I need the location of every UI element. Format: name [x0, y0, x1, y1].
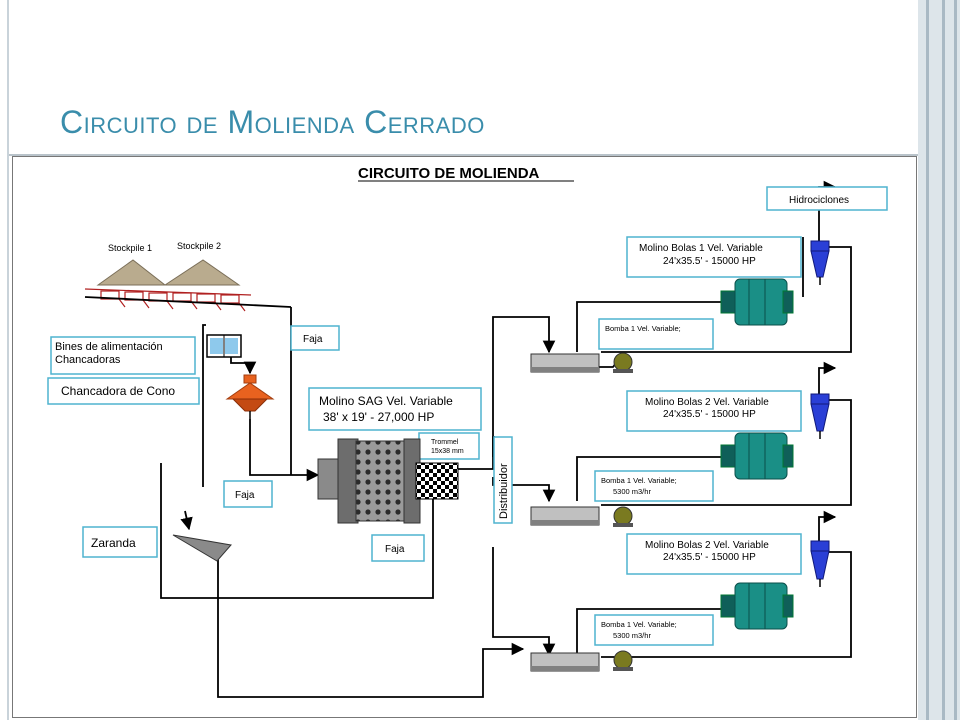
cyclone-3	[810, 540, 830, 587]
mill-3-label-line1: Molino Bolas 2 Vel. Variable	[645, 540, 769, 551]
stockpile-2-label: Stockpile 2	[177, 241, 221, 251]
stockpile-2: Stockpile 2	[163, 241, 241, 286]
zaranda-screen	[172, 510, 232, 562]
pump-2	[613, 506, 633, 527]
sump-2	[530, 506, 600, 526]
cyclone-1	[810, 240, 830, 285]
mill-3-label-box	[626, 533, 802, 575]
pump-2-label-line2: 5300 m3/hr	[613, 487, 651, 496]
distribuidor-label: Distribuidor	[498, 463, 510, 519]
chancadora-label: Chancadora de Cono	[61, 384, 175, 398]
faja-bottom-label: Faja	[385, 544, 405, 555]
pump-1-label-line1: Bomba 1 Vel. Variable;	[605, 324, 681, 333]
bines-label-line2: Chancadoras	[55, 354, 121, 366]
flow-lines	[84, 180, 852, 698]
mill-1-label-line1: Molino Bolas 1 Vel. Variable	[639, 243, 763, 254]
distribuidor-box	[493, 436, 513, 524]
sag-label-line1: Molino SAG Vel. Variable	[319, 394, 453, 408]
mill-1-label-box	[626, 236, 802, 278]
trommel-label-box	[418, 432, 480, 460]
hidrociclones-box	[766, 186, 888, 211]
bines-label-box	[50, 336, 196, 375]
ball-mill-1	[720, 278, 794, 326]
faja-top-label: Faja	[303, 334, 323, 345]
diagram-heading: CIRCUITO DE MOLIENDA	[358, 165, 540, 182]
mill-2-label-box	[626, 390, 802, 432]
stockpile-feeders	[84, 288, 252, 312]
title-divider	[9, 154, 918, 156]
slide-left-border	[7, 0, 9, 720]
mill-2-label-line2: 24'x35.5' - 15000 HP	[663, 409, 756, 420]
feed-bins	[206, 334, 242, 358]
chancadora-label-box	[47, 377, 200, 405]
pump-3-label-box	[594, 614, 714, 646]
mill-3-label-line2: 24'x35.5' - 15000 HP	[663, 552, 756, 563]
sump-1	[530, 353, 600, 373]
zaranda-label-box	[82, 526, 158, 558]
slide-title: Circuito de Molienda Cerrado	[60, 104, 485, 140]
faja-mid-label: Faja	[235, 490, 255, 501]
pump-3-label-line1: Bomba 1 Vel. Variable;	[601, 620, 677, 629]
hidrociclones-label: Hidrociclones	[789, 195, 849, 206]
faja-mid-box	[223, 480, 273, 508]
ball-mill-3	[720, 582, 794, 630]
stockpile-1-label: Stockpile 1	[108, 243, 152, 253]
cone-crusher	[225, 374, 275, 419]
ball-mill-2	[720, 432, 794, 480]
pump-2-label-box	[594, 470, 714, 502]
faja-top-box	[290, 325, 340, 351]
zaranda-label: Zaranda	[91, 536, 136, 550]
cyclone-2	[810, 393, 830, 439]
slide-right-decoration	[918, 0, 960, 720]
mill-2-label-line1: Molino Bolas 2 Vel. Variable	[645, 397, 769, 408]
sag-mill	[317, 438, 459, 524]
bines-label-line1: Bines de alimentación	[55, 341, 163, 353]
stockpile-1: Stockpile 1	[96, 243, 167, 286]
trommel-label-line1: Trommel	[431, 439, 459, 446]
grinding-circuit-diagram: CIRCUITO DE MOLIENDA Stockpile 1 Stockpi…	[12, 156, 917, 718]
mill-1-label-line2: 24'x35.5' - 15000 HP	[663, 256, 756, 267]
trommel-label-line2: 15x38 mm	[431, 448, 464, 455]
pump-3	[613, 650, 633, 671]
pump-1-label-box	[598, 318, 714, 350]
pump-3-label-line2: 5300 m3/hr	[613, 631, 651, 640]
faja-bottom-box	[371, 534, 425, 562]
pump-1	[613, 352, 633, 373]
sump-3	[530, 652, 600, 672]
sag-label-line2: 38' x 19' - 27,000 HP	[323, 410, 434, 424]
pump-2-label-line1: Bomba 1 Vel. Variable;	[601, 476, 677, 485]
sag-label-box	[308, 387, 482, 431]
